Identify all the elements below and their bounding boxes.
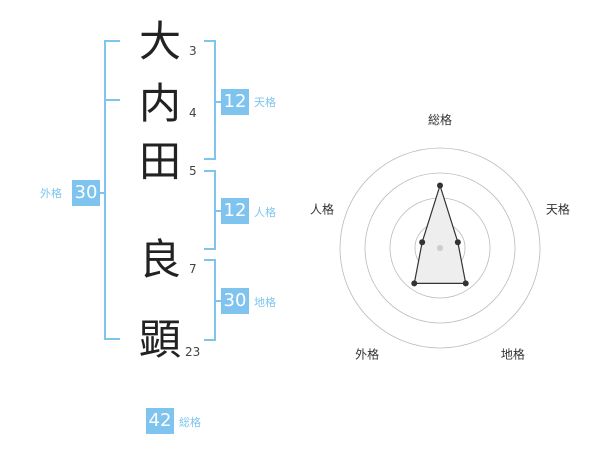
gaikaku-label: 外格 — [40, 187, 62, 200]
radar-axis-label-4: 外格 — [355, 346, 379, 361]
jinkaku-bracket-top — [204, 170, 216, 172]
chikaku-value-badge: 30 — [221, 288, 249, 314]
radar-point-1 — [437, 182, 443, 189]
stroke-count-2: 4 — [189, 106, 197, 120]
tenkaku-bracket-vertical — [214, 40, 216, 160]
soukaku-value-badge: 42 — [146, 408, 174, 434]
radar-value-polygon — [413, 183, 467, 284]
jinkaku-bracket-bottom — [204, 248, 216, 250]
soukaku-label: 総格 — [179, 416, 201, 429]
name-char-3: 田 — [138, 137, 181, 186]
name-char-2: 内 — [138, 79, 181, 128]
gaikaku-bracket-bottom — [104, 338, 120, 340]
radar-point-4 — [411, 280, 418, 287]
stroke-count-1: 3 — [189, 44, 197, 58]
tenkaku-bracket-top — [204, 40, 216, 42]
chikaku-label: 地格 — [254, 296, 276, 309]
gaikaku-bracket-top — [104, 40, 120, 42]
name-char-5: 顕 — [138, 315, 181, 364]
radar-axis-label-3: 地格 — [501, 346, 525, 361]
gaikaku-value-badge: 30 — [72, 180, 100, 206]
gaikaku-connector — [98, 192, 106, 194]
radar-axis-label-1: 総格 — [428, 112, 452, 127]
stroke-count-5: 23 — [185, 345, 201, 359]
tenkaku-connector — [214, 101, 222, 103]
name-char-1: 大 — [138, 17, 181, 66]
gaikaku-bracket-mid — [104, 99, 120, 101]
jinkaku-label: 人格 — [254, 206, 276, 219]
radar-axis-label-5: 人格 — [310, 202, 334, 217]
stroke-count-3: 5 — [189, 164, 197, 178]
radar-center-point — [437, 245, 443, 251]
radar-axis-label-2: 天格 — [546, 202, 570, 217]
jinkaku-value-badge: 12 — [221, 198, 249, 224]
tenkaku-bracket-bottom — [204, 158, 216, 160]
gaikaku-bracket-vertical — [104, 40, 106, 340]
chikaku-bracket-top — [204, 259, 216, 261]
radar-point-2 — [454, 239, 461, 246]
tenkaku-value-badge: 12 — [221, 89, 249, 115]
chikaku-bracket-bottom — [204, 339, 216, 341]
name-char-4: 良 — [138, 235, 181, 284]
radar-point-5 — [419, 239, 426, 246]
tenkaku-label: 天格 — [254, 96, 276, 109]
chikaku-connector — [214, 300, 222, 302]
stroke-count-4: 7 — [189, 262, 197, 276]
radar-ring-4 — [339, 147, 541, 349]
radar-ring-3 — [364, 172, 516, 324]
jinkaku-connector — [214, 210, 222, 212]
radar-point-3 — [462, 280, 469, 287]
